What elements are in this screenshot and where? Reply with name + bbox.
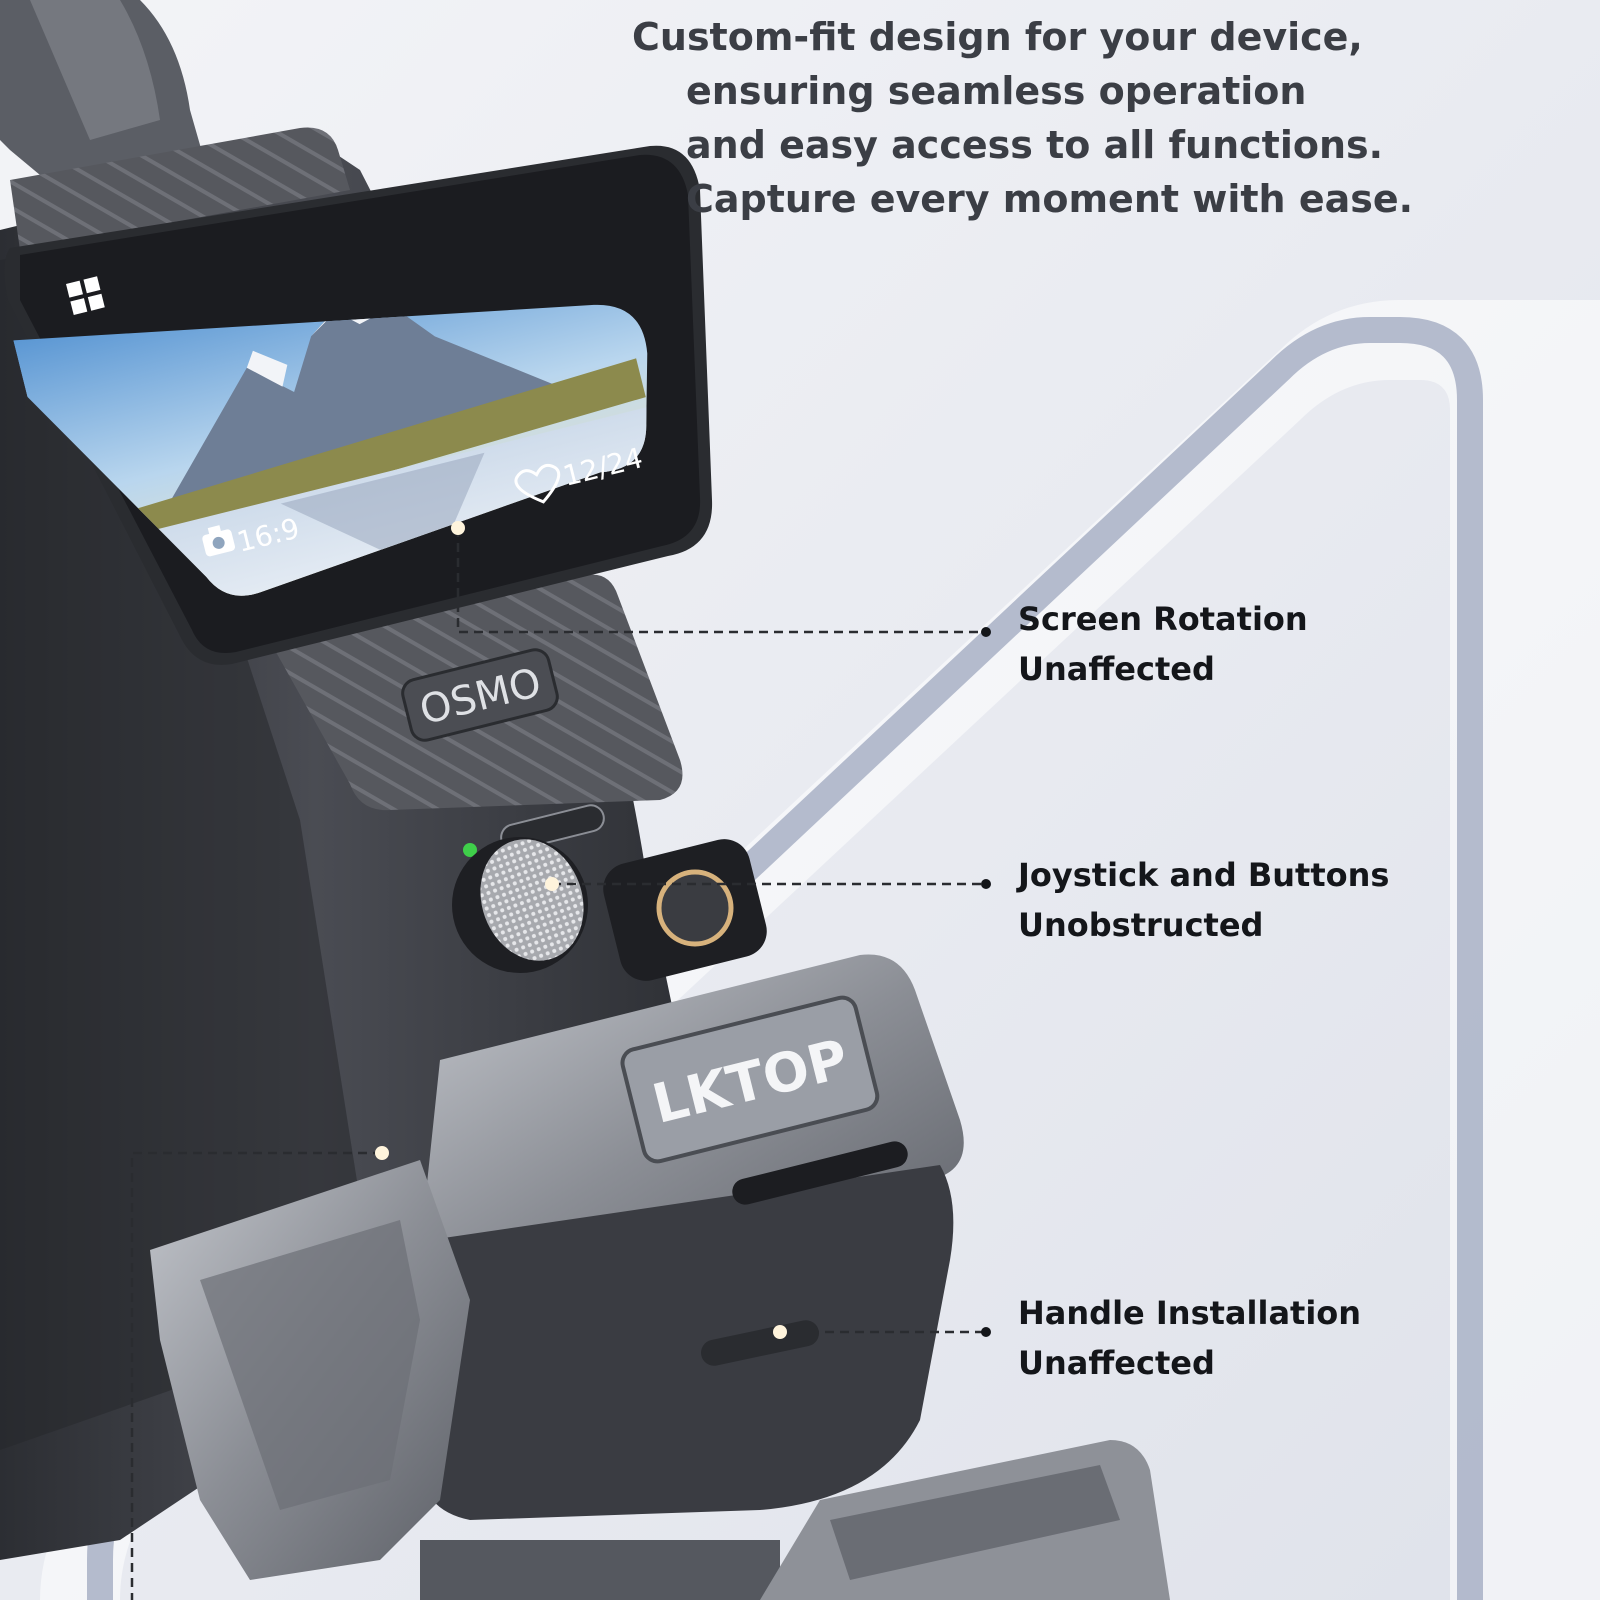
osmo-badge [401,648,559,742]
callout-joystick: Joystick and Buttons Unobstructed [1018,850,1389,950]
cage-brand-plate [620,995,880,1164]
callout-lines [130,528,986,1600]
status-led [463,843,477,857]
callout-screen-rotation: Screen Rotation Unaffected [1018,594,1308,694]
headline-line-3: and easy access to all functions. [686,123,1384,167]
headline-line-1: Custom-fit design for your device, [632,15,1363,59]
callout-handle-line-1: Handle Installation [1018,1294,1362,1332]
record-button [656,869,734,947]
grid-icon [66,276,105,316]
headline: Custom-fit design for your device, ensur… [600,10,1580,226]
callout-handle-line-2: Unaffected [1018,1344,1215,1382]
cage-bottom [420,1165,954,1520]
callout-handle: Handle Installation Unaffected [1018,1288,1361,1388]
headline-line-2: ensuring seamless operation [686,69,1307,113]
forest-band [137,358,646,543]
mountain-left [160,282,561,519]
callout-anchors [375,521,787,1339]
callout-screen-rotation-line-1: Screen Rotation [1018,600,1308,638]
leader-screen [456,528,986,634]
leader-clamp [130,1151,382,1600]
camera-icon [202,525,236,557]
joystick [480,839,584,961]
headline-line-4: Capture every moment with ease. [686,177,1414,221]
callout-joystick-line-2: Unobstructed [1018,906,1264,944]
callout-joystick-line-1: Joystick and Buttons [1018,856,1390,894]
ribbed-plate-top [10,127,350,250]
heart-icon [514,463,561,504]
callout-screen-rotation-line-2: Unaffected [1018,650,1215,688]
callout-dots [981,627,991,1337]
cage-slot [732,1141,908,1205]
handle-port [701,1320,819,1366]
